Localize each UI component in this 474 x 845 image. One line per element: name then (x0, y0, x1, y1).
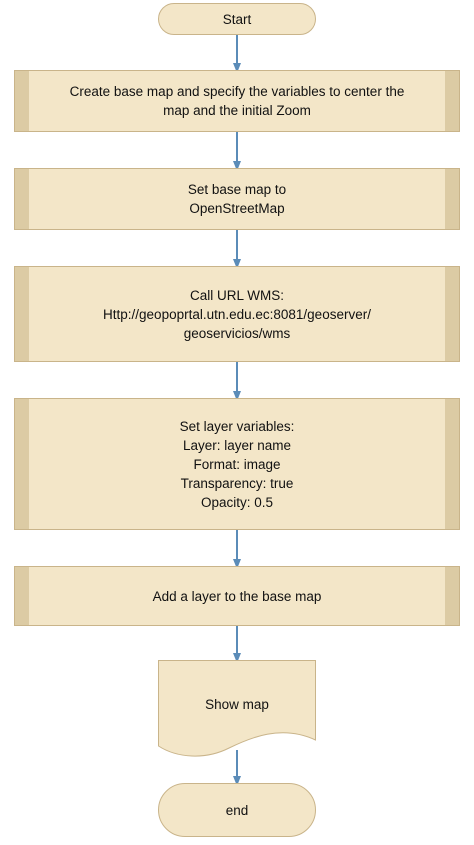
document-shape (158, 660, 316, 757)
end-label: end (225, 802, 249, 818)
document-outline (158, 660, 316, 757)
show-map-document: Show map (158, 660, 316, 757)
show-map-label: Show map (205, 696, 269, 712)
start-label: Start (222, 11, 252, 27)
process-inner-panel (29, 567, 445, 625)
end-terminal: end (158, 783, 316, 837)
start-terminal: Start (158, 3, 316, 35)
process-inner-panel (29, 169, 445, 229)
add-layer-label: Add a layer to the base map (152, 588, 322, 604)
add-layer-step: Add a layer to the base map (14, 566, 460, 626)
set-base-map-label: Set base map to OpenStreetMap (187, 182, 287, 216)
call-url-wms-label: Call URL WMS: Http://geopoprtal.utn.edu.… (103, 287, 371, 341)
set-base-map-step: Set base map to OpenStreetMap (14, 168, 460, 230)
process-inner-panel (29, 71, 445, 131)
process-inner-panel (29, 267, 445, 361)
create-base-map-label: Create base map and specify the variable… (69, 84, 405, 118)
call-url-wms-step: Call URL WMS: Http://geopoprtal.utn.edu.… (14, 266, 460, 362)
set-layer-variables-label: Set layer variables: Layer: layer name F… (179, 418, 295, 510)
set-layer-variables-step: Set layer variables: Layer: layer name F… (14, 398, 460, 530)
create-base-map-step: Create base map and specify the variable… (14, 70, 460, 132)
process-inner-panel (29, 399, 445, 529)
